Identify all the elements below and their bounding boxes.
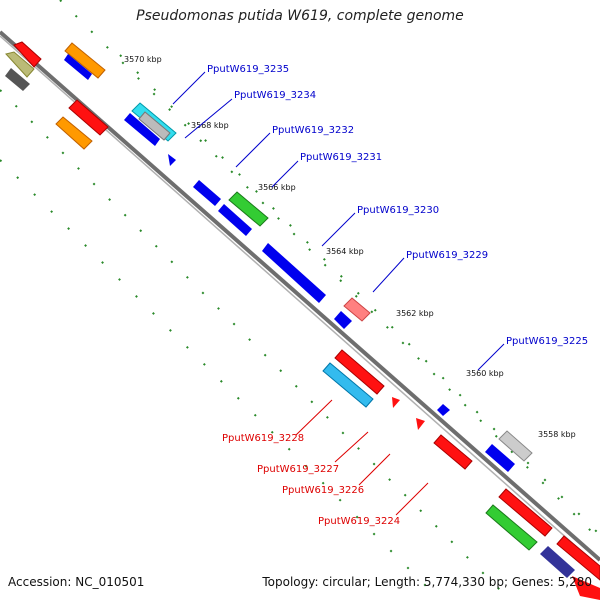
forward-label-leaders: [172, 71, 505, 371]
tick-guide-line: [0, 89, 511, 600]
gene-feature[interactable]: [322, 362, 374, 408]
gene-feature[interactable]: [228, 191, 269, 227]
gene-label[interactable]: PputW619_3231: [300, 152, 382, 163]
scale-labels: 3570 kbp 3568 kbp 3566 kbp 3564 kbp 3562…: [124, 55, 576, 439]
gene-label[interactable]: PputW619_3224: [318, 516, 400, 527]
gene-feature[interactable]: [556, 535, 600, 581]
leader-line: [372, 257, 405, 293]
gene-label[interactable]: PputW619_3235: [207, 64, 289, 75]
scale-label: 3568 kbp: [191, 121, 229, 130]
gene-feature[interactable]: [437, 404, 450, 416]
gene-feature[interactable]: [498, 488, 553, 537]
gene-label[interactable]: PputW619_3234: [234, 90, 316, 101]
gene-feature[interactable]: [343, 297, 371, 322]
leader-line: [334, 431, 369, 463]
forward-strand-genes: [5, 41, 533, 462]
gene-feature[interactable]: [138, 111, 171, 141]
leader-line: [235, 132, 271, 168]
gene-feature[interactable]: [193, 180, 221, 206]
gene-feature[interactable]: [485, 504, 538, 551]
gene-feature[interactable]: [334, 349, 385, 395]
gene-feature[interactable]: [540, 546, 575, 578]
accession-info: Accession: NC_010501: [8, 575, 145, 589]
gene-feature[interactable]: [124, 113, 160, 146]
leader-line: [321, 212, 356, 247]
gene-feature[interactable]: [485, 444, 515, 472]
gene-feature[interactable]: [68, 99, 109, 136]
gene-feature[interactable]: [572, 576, 600, 600]
gene-feature[interactable]: [5, 51, 35, 78]
scale-label: 3558 kbp: [538, 430, 576, 439]
scale-label: 3562 kbp: [396, 309, 434, 318]
reverse-label-leaders: [295, 399, 429, 516]
gene-feature[interactable]: [392, 397, 400, 408]
gene-label[interactable]: PputW619_3225: [506, 336, 588, 347]
gene-label[interactable]: PputW619_3230: [357, 205, 439, 216]
gene-feature[interactable]: [334, 311, 352, 329]
gene-feature[interactable]: [5, 68, 30, 91]
scale-label: 3564 kbp: [326, 247, 364, 256]
forward-gene-labels: PputW619_3235 PputW619_3234 PputW619_323…: [207, 64, 588, 347]
gene-feature[interactable]: [64, 42, 106, 79]
gene-feature[interactable]: [498, 430, 533, 462]
gene-feature[interactable]: [64, 54, 92, 80]
gene-feature[interactable]: [168, 154, 176, 166]
gene-feature[interactable]: [262, 243, 326, 303]
gene-feature[interactable]: [218, 204, 252, 236]
gene-feature[interactable]: [433, 434, 473, 470]
leader-line: [477, 343, 505, 371]
gene-label[interactable]: PputW619_3226: [282, 485, 364, 496]
gene-label[interactable]: PputW619_3228: [222, 433, 304, 444]
gene-feature[interactable]: [416, 418, 425, 430]
gene-label[interactable]: PputW619_3227: [257, 464, 339, 475]
scale-label: 3570 kbp: [124, 55, 162, 64]
gene-feature[interactable]: [13, 41, 42, 68]
leader-line: [271, 160, 299, 188]
genome-summary: Topology: circular; Length: 5,774,330 bp…: [262, 575, 592, 589]
scale-label: 3566 kbp: [258, 183, 296, 192]
map-title: Pseudomonas putida W619, complete genome: [136, 8, 464, 24]
reverse-gene-labels: PputW619_3228 PputW619_3227 PputW619_322…: [222, 433, 400, 527]
leader-line: [395, 482, 429, 516]
scale-label: 3560 kbp: [466, 369, 504, 378]
blue-genes: [64, 54, 575, 578]
leader-line: [295, 399, 333, 436]
leader-line: [184, 98, 233, 139]
leader-line: [172, 71, 206, 105]
tick-guide-line: [59, 0, 600, 541]
reverse-strand-genes: [5, 68, 600, 600]
leader-line: [358, 453, 391, 486]
gene-feature[interactable]: [55, 116, 93, 150]
gene-label[interactable]: PputW619_3232: [272, 125, 354, 136]
gene-label[interactable]: PputW619_3229: [406, 250, 488, 261]
